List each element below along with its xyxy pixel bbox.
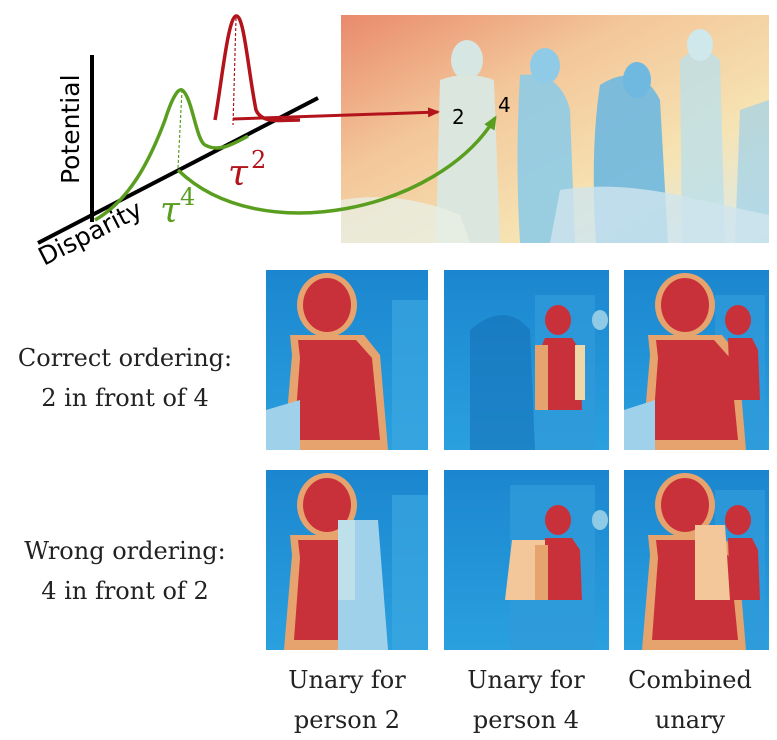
disparity-map [341,15,769,243]
red-arrow [232,107,440,121]
red-distribution-curve [213,14,301,123]
person-4-label: 4 [498,93,511,117]
col-label-unary-person4: Unary for person 4 [467,666,585,734]
row-label-wrong-line1: Wrong ordering: [24,537,226,565]
person-2-label: 2 [452,105,465,129]
combined-unary-correct [624,270,769,450]
svg-text:2: 2 [251,146,266,174]
potential-axis-label: Potential [56,74,85,184]
unary-person2-wrong [266,470,428,650]
row-label-wrong: Wrong ordering: 4 in front of 2 [0,531,250,611]
row-label-correct-line1: Correct ordering: [17,344,233,372]
tau-4-label: τ 4 [160,183,195,231]
svg-text:τ: τ [160,190,181,231]
row-label-correct-line2: 2 in front of 4 [41,384,209,412]
green-distribution-curve [94,88,249,222]
combined-unary-wrong [624,470,769,650]
unary-person4-correct [444,270,609,450]
unary-person2-correct [266,270,428,450]
green-arrow [176,115,497,215]
col-label-unary-person2: Unary for person 2 [288,666,406,734]
col-label-combined: Combined unary [628,666,752,734]
tau-2-label: τ 2 [228,146,266,194]
unary-person4-wrong [444,470,609,650]
row-label-wrong-line2: 4 in front of 2 [41,577,209,605]
svg-text:4: 4 [180,183,195,211]
row-label-correct: Correct ordering: 2 in front of 4 [0,338,250,418]
svg-text:τ: τ [228,153,249,194]
